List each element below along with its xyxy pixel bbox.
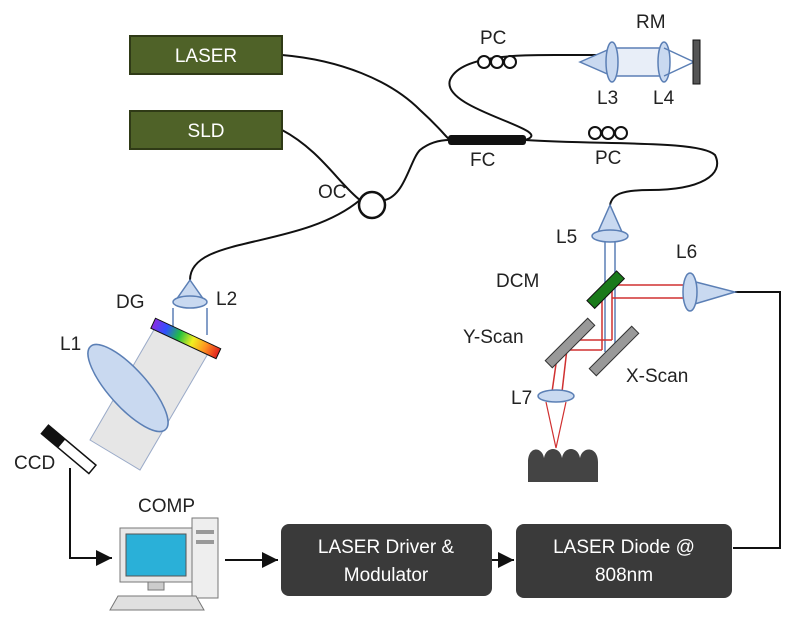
l5-label: L5 [556, 227, 577, 248]
l7-label: L7 [511, 388, 532, 409]
x-scan-mirror [588, 325, 640, 377]
laser-diode-box: LASER Diode @ 808nm [516, 524, 732, 598]
lens-l2 [172, 295, 208, 309]
l3-label: L3 [597, 88, 618, 109]
lens-l5 [591, 229, 629, 243]
l1-label: L1 [60, 334, 81, 355]
comp-label: COMP [138, 496, 195, 517]
y-scan-mirror [544, 317, 596, 369]
lens-l3 [605, 41, 619, 83]
l2-label: L2 [216, 289, 237, 310]
sample-arm [528, 203, 738, 482]
lens-l4 [657, 41, 671, 83]
dg-label: DG [116, 292, 145, 313]
driver-label-line2: Modulator [344, 565, 429, 586]
driver-label-line1: LASER Driver & [318, 537, 455, 558]
pc-middle-label: PC [595, 148, 621, 169]
fiber-oc-spectrometer [189, 199, 361, 281]
optical-circulator [357, 190, 387, 220]
sld-source-label: SLD [188, 121, 225, 142]
y-scan-label: Y-Scan [463, 327, 524, 348]
reference-arm [578, 39, 701, 85]
fiber-l6-diode [733, 291, 781, 549]
fiber-lines [69, 54, 781, 568]
l6-label: L6 [676, 242, 697, 263]
fiber-laser-fc [281, 54, 451, 141]
pc-top-label: PC [480, 28, 506, 49]
oc-label: OC [318, 182, 347, 203]
lens-l7 [537, 389, 575, 403]
x-scan-label: X-Scan [626, 366, 688, 387]
diode-label-line1: LASER Diode @ [553, 537, 695, 558]
dichroic-mirror [586, 270, 626, 310]
fiber-fc-reference [448, 54, 610, 141]
fiber-sld-oc [281, 129, 361, 201]
diffraction-grating [150, 317, 222, 360]
tooth-sample [528, 449, 598, 482]
rm-label: RM [636, 12, 666, 33]
laser-driver-box: LASER Driver & Modulator [281, 524, 492, 596]
diode-label-line2: 808nm [595, 565, 653, 586]
l4-label: L4 [653, 88, 675, 109]
laser-source-label: LASER [175, 46, 237, 67]
pc-top [477, 55, 517, 69]
cable-ccd-comp [69, 468, 112, 566]
lens-l1 [87, 343, 169, 433]
lens-l6 [682, 272, 698, 312]
pc-middle [588, 126, 628, 140]
computer-icon [109, 517, 219, 611]
sld-source: SLD [129, 110, 283, 150]
fiber-oc-fc [384, 139, 451, 201]
laser-source: LASER [129, 35, 283, 75]
fc-label: FC [470, 150, 495, 171]
spectrometer [40, 278, 222, 475]
reference-mirror [692, 39, 701, 85]
fiber-fc-sample [524, 139, 719, 206]
fiber-coupler [448, 135, 526, 145]
ccd-label: CCD [14, 453, 55, 474]
dcm-label: DCM [496, 271, 539, 292]
